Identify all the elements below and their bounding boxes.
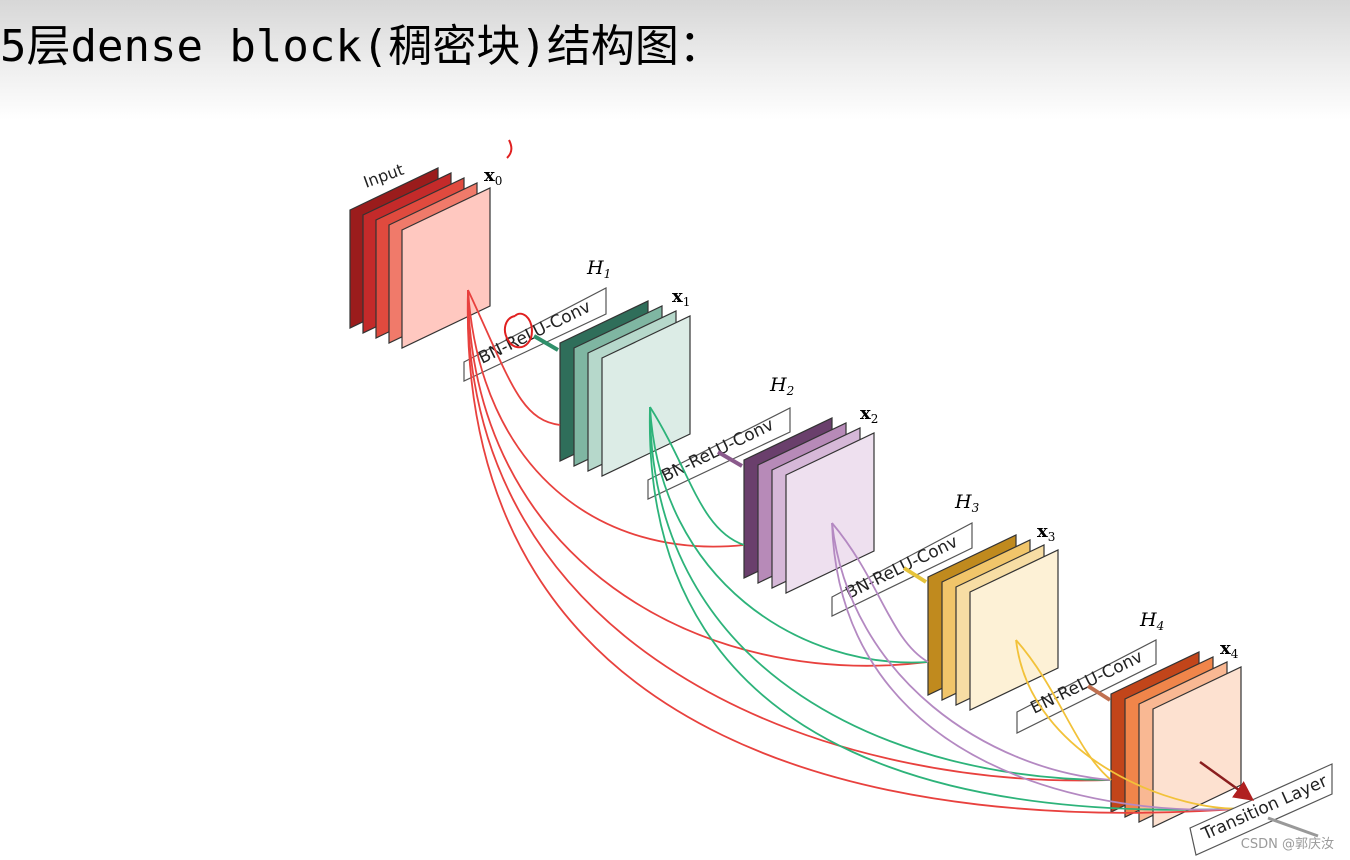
header-band: 5层dense block(稠密块)结构图：	[0, 0, 1350, 120]
connection-x1-to-x2	[649, 406, 745, 546]
feature-map-x2-3	[785, 432, 875, 594]
annotation-circle-mark	[503, 312, 533, 349]
layer-heading-h3: H3	[954, 491, 980, 515]
connection-x0-to-x1	[467, 289, 561, 426]
feature-stack-x2	[743, 417, 875, 594]
connection-x3-to-x4	[1015, 639, 1112, 781]
node-label-x1: x1	[672, 286, 690, 309]
page-title: 5层dense block(稠密块)结构图：	[0, 21, 723, 72]
dense-connections	[467, 289, 1251, 814]
connection-x1-to-x3	[649, 406, 929, 664]
connector-h4	[1086, 684, 1112, 702]
connection-x0-to-t	[467, 289, 1251, 814]
layer-heading-h2: H2	[769, 374, 794, 398]
connector-h3	[902, 566, 928, 584]
connection-x2-to-t	[831, 522, 1251, 811]
connection-x2-to-x4	[831, 522, 1112, 781]
connection-x2-to-x3	[831, 522, 929, 663]
connection-x0-to-x2	[467, 289, 745, 548]
connector-h2	[716, 450, 744, 468]
feature-stack-x4	[1110, 651, 1242, 828]
watermark: CSDN @郭庆汝	[1240, 837, 1334, 852]
connection-x0-to-x3	[467, 289, 929, 667]
feature-map-x3-3	[969, 549, 1059, 711]
layer-heading-h4: H4	[1139, 609, 1164, 633]
node-label-x4: x4	[1220, 638, 1239, 661]
feature-stack-x1	[559, 300, 691, 477]
layer-heading-h1: H1	[586, 257, 611, 281]
annotation-tick-mark	[506, 139, 513, 159]
connector-h1	[532, 334, 560, 352]
connection-x1-to-t	[649, 406, 1251, 811]
connection-x1-to-x4	[649, 406, 1112, 781]
feature-stack-x3	[927, 534, 1059, 711]
node-label-x0: x0	[484, 165, 502, 188]
connection-x0-to-x4	[467, 289, 1112, 782]
transition-arrow	[1199, 760, 1255, 801]
node-label-x3: x3	[1037, 521, 1055, 544]
node-label-x2: x2	[860, 403, 878, 426]
feature-map-x1-3	[601, 315, 691, 477]
output-arrow	[1267, 816, 1319, 838]
connection-x3-to-t	[1015, 639, 1251, 810]
